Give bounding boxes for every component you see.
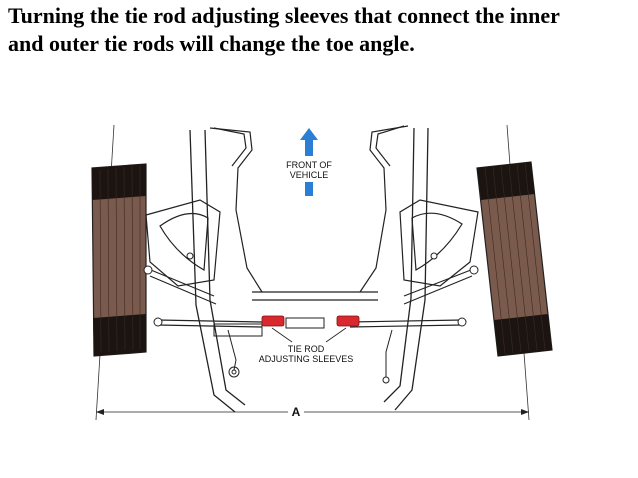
caption-line-2: and outer tie rods will change the toe a… <box>8 31 415 56</box>
upper-control-arms <box>145 199 479 287</box>
dimension-a-label: A <box>292 405 301 419</box>
tie-rod-assembly <box>153 317 467 337</box>
left-adjusting-sleeve <box>261 315 285 327</box>
spring-towers <box>209 125 409 293</box>
left-tire <box>91 163 147 357</box>
sleeve-label-line2: ADJUSTING SLEEVES <box>259 354 354 364</box>
front-of-vehicle-label-line2: VEHICLE <box>290 170 329 180</box>
right-adjusting-sleeve <box>336 315 360 327</box>
sleeve-label-line1: TIE ROD <box>288 344 325 354</box>
sleeve-leader-left <box>271 327 293 343</box>
front-arrow-icon <box>300 128 318 196</box>
caption: Turning the tie rod adjusting sleeves th… <box>8 2 634 58</box>
frame-rails <box>189 127 429 413</box>
front-of-vehicle-label-line1: FRONT OF <box>286 160 332 170</box>
caption-line-1: Turning the tie rod adjusting sleeves th… <box>8 3 560 28</box>
lower-control-arms <box>145 267 477 305</box>
sleeve-leader-right <box>325 327 347 343</box>
dimension-line <box>96 409 529 415</box>
ball-joints <box>143 252 479 378</box>
steering-linkage <box>227 329 393 384</box>
right-tire <box>476 161 553 357</box>
